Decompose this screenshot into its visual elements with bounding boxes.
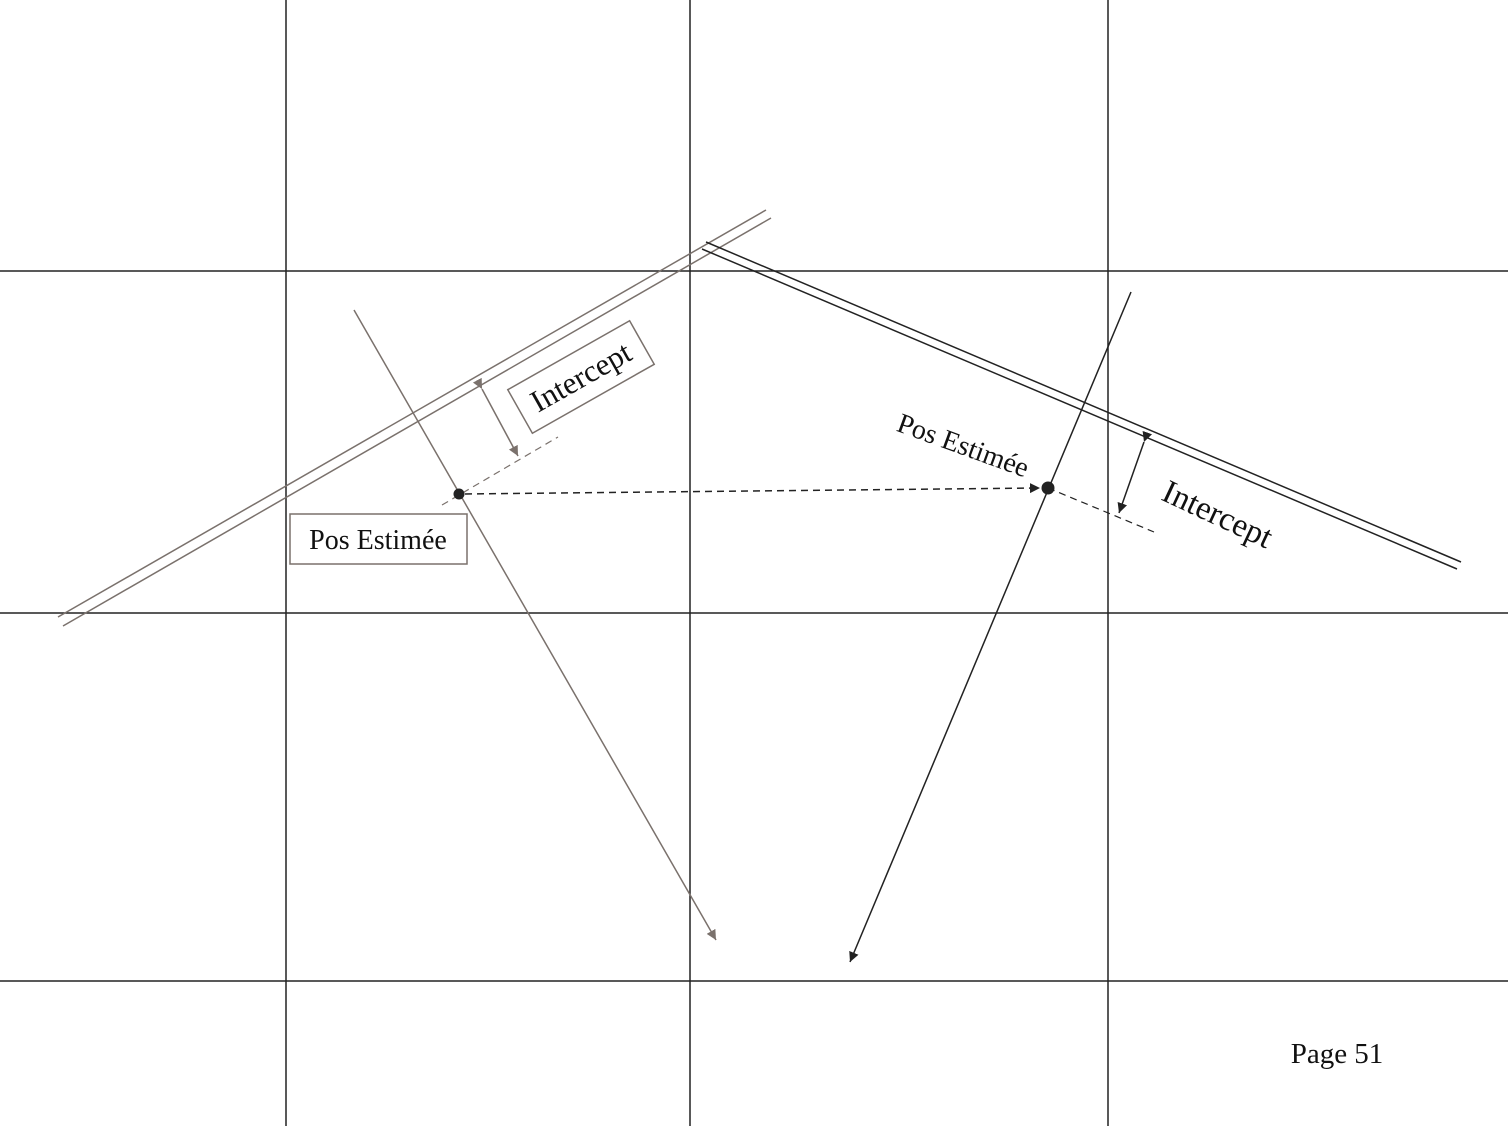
right-position-line-outer [705,241,1462,563]
right-dashed-perpendicular [1047,487,1155,533]
right-estimated-position-label: Pos Estimée [893,408,1033,484]
right-azimuth-line [849,291,1132,963]
right-estimated-position-dot [1041,481,1055,495]
left-estimated-position-dot [453,488,465,500]
left-position-line-outer [57,209,767,618]
left-intercept-label-group: Intercept [506,319,656,435]
transfer-dashed-arrow [464,483,1041,495]
left-construction: Intercept Pos Estimée [57,209,772,941]
left-estimated-position-label: Pos Estimée [309,525,447,556]
right-construction: Pos Estimée Intercept [701,241,1462,963]
left-position-line-inner [62,217,772,627]
right-intercept-arrow [1117,430,1153,514]
left-intercept-arrow [472,377,519,457]
page-number: Page 51 [1290,1038,1384,1070]
left-dashed-perpendicular [441,436,559,506]
right-position-line-inner [701,248,1458,570]
left-azimuth-line [353,309,717,941]
left-estimated-position-box [289,513,468,565]
left-intercept-box [506,319,656,435]
